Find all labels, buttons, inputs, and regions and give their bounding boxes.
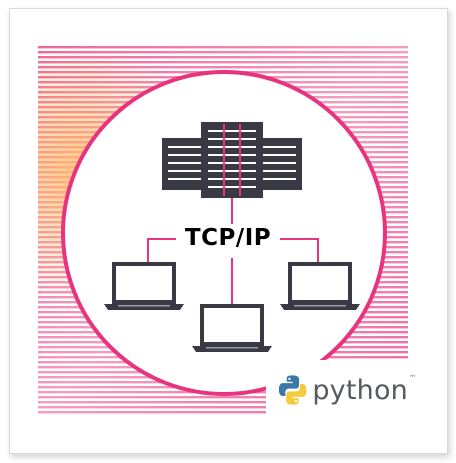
laptop-bottom-icon: [192, 304, 272, 352]
server-rack-icon: [162, 122, 302, 198]
connection-lines: [147, 198, 319, 304]
trademark-symbol: ™: [409, 374, 416, 382]
python-wordmark: python: [312, 374, 408, 406]
laptop-right-icon: [280, 262, 360, 310]
python-badge: python ™: [266, 360, 416, 420]
python-logo-icon: [278, 375, 307, 405]
laptop-left-icon: [104, 262, 184, 310]
tcp-ip-label: TCP/IP: [176, 224, 280, 252]
